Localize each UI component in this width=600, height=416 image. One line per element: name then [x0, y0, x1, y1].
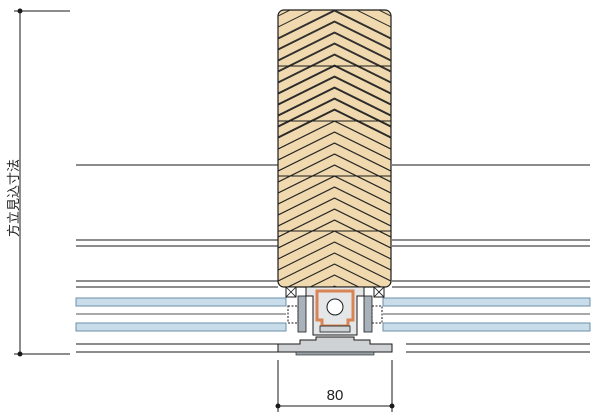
grain-stroke: [278, 54, 391, 84]
vertical-dimension-tick-bottom: [17, 351, 23, 357]
glass-pane-inner-left: [75, 322, 287, 332]
grain-stroke: [278, 219, 391, 249]
timber-mullion: [277, 0, 392, 288]
grain-stroke: [278, 98, 391, 128]
gasket-right: [371, 305, 383, 324]
width-dimension-value: 80: [327, 387, 344, 404]
grain-stroke: [278, 64, 391, 94]
grain-stroke: [278, 131, 391, 161]
grain-stroke: [278, 186, 391, 216]
vertical-dimension-tick-top: [17, 8, 23, 14]
width-dimension: [275, 360, 395, 412]
grain-stroke: [278, 142, 391, 172]
grain-stroke: [278, 241, 391, 271]
grain-stroke: [278, 86, 391, 116]
grain-stroke: [278, 87, 391, 117]
width-tick-right: [389, 403, 395, 409]
grain-stroke: [278, 31, 391, 61]
grain-stroke: [278, 32, 391, 62]
grain-stroke: [278, 10, 391, 39]
grain-stroke: [278, 252, 391, 282]
gasket-left: [287, 305, 299, 324]
glazing-right: [382, 164, 591, 353]
vertical-dimension-label: 方立見込寸法: [6, 159, 22, 237]
grain-stroke: [278, 208, 391, 238]
glazing-left: [75, 164, 287, 353]
grain-stroke: [278, 10, 391, 40]
grain-stroke: [278, 153, 391, 183]
grain-stroke: [278, 285, 391, 287]
grain-stroke: [278, 75, 391, 105]
grain-stroke: [278, 97, 391, 127]
spacer-right: [363, 295, 373, 333]
grain-stroke: [278, 263, 391, 287]
glass-pane-outer-left: [75, 297, 287, 307]
width-tick-left: [275, 403, 281, 409]
grain-stroke: [278, 21, 391, 51]
grain-stroke: [278, 274, 391, 287]
grain-stroke: [278, 0, 391, 5]
aluminum-frame: [277, 286, 393, 356]
grain-stroke: [278, 42, 391, 72]
grain-stroke: [278, 20, 391, 50]
grain-stroke: [278, 164, 391, 194]
grain-stroke: [278, 43, 391, 73]
grain-stroke: [278, 53, 391, 83]
glass-pane-outer-right: [382, 297, 591, 307]
screw-port: [326, 298, 344, 316]
glass-pane-inner-right: [382, 322, 591, 332]
grain-stroke: [278, 109, 391, 139]
grain-stroke: [278, 10, 391, 28]
grain-stroke: [278, 197, 391, 227]
vertical-dimension: [14, 8, 70, 357]
sill-plate: [277, 336, 393, 353]
spacer-left: [297, 295, 307, 333]
grain-stroke: [278, 108, 391, 138]
grain-stroke: [278, 76, 391, 106]
